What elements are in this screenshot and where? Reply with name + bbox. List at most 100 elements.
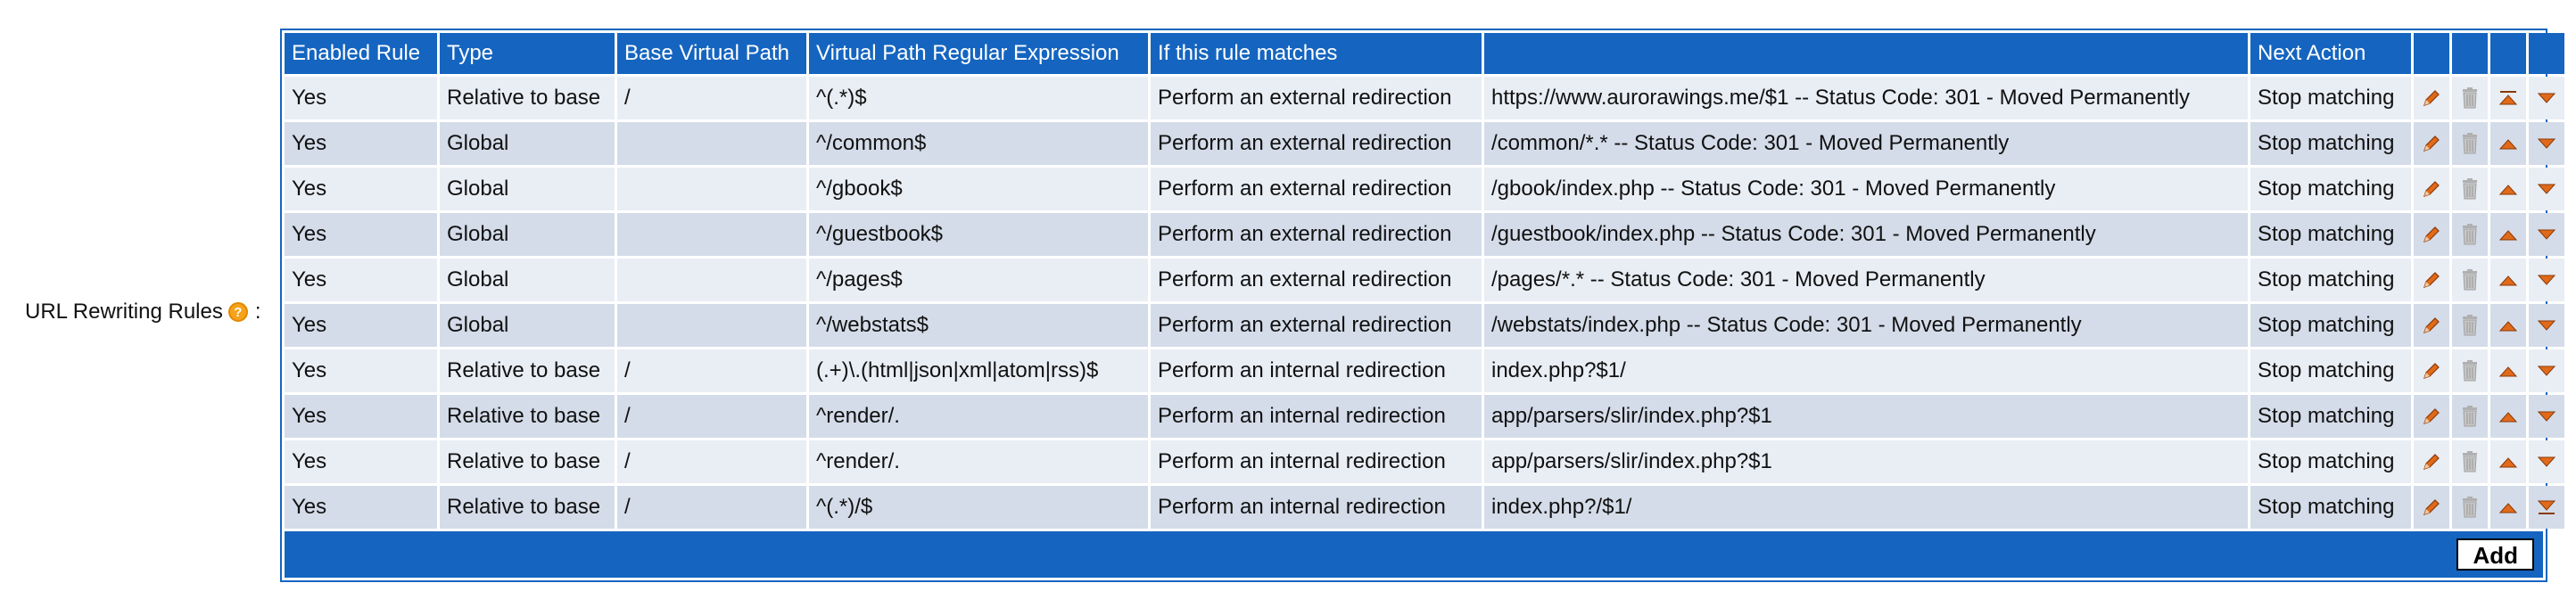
- pencil-icon: [2418, 448, 2445, 475]
- next-action-cell: Stop matching: [2250, 259, 2411, 301]
- trash-icon: [2456, 357, 2483, 384]
- target-cell: index.php?$1/: [1484, 349, 2248, 392]
- target-cell: index.php?/$1/: [1484, 486, 2248, 529]
- column-header-1: Type: [440, 33, 615, 74]
- move-up-icon: [2495, 130, 2522, 157]
- edit-button[interactable]: [2414, 213, 2449, 256]
- edit-button[interactable]: [2414, 440, 2449, 483]
- type-cell: Relative to base: [440, 349, 615, 392]
- edit-button[interactable]: [2414, 77, 2449, 119]
- next-action-cell: Stop matching: [2250, 122, 2411, 165]
- next-action-cell: Stop matching: [2250, 304, 2411, 347]
- edit-button[interactable]: [2414, 168, 2449, 210]
- pencil-icon: [2418, 130, 2445, 157]
- match-action-cell: Perform an external redirection: [1151, 304, 1482, 347]
- move-down-icon: [2533, 403, 2560, 430]
- edit-button[interactable]: [2414, 349, 2449, 392]
- type-cell: Global: [440, 213, 615, 256]
- move-up-button[interactable]: [2490, 395, 2526, 438]
- column-header-3: Virtual Path Regular Expression: [809, 33, 1148, 74]
- move-to-bottom-icon: [2533, 494, 2560, 521]
- next-action-cell: Stop matching: [2250, 486, 2411, 529]
- delete-button[interactable]: [2452, 486, 2488, 529]
- move-up-icon: [2495, 448, 2522, 475]
- type-cell: Relative to base: [440, 77, 615, 119]
- field-label: URL Rewriting Rules: [25, 300, 223, 324]
- move-up-button[interactable]: [2490, 168, 2526, 210]
- base-path-cell: /: [617, 440, 806, 483]
- move-down-button[interactable]: [2529, 168, 2564, 210]
- field-colon: :: [254, 300, 261, 324]
- delete-button[interactable]: [2452, 440, 2488, 483]
- target-cell: app/parsers/slir/index.php?$1: [1484, 395, 2248, 438]
- match-action-cell: Perform an internal redirection: [1151, 440, 1482, 483]
- delete-button[interactable]: [2452, 122, 2488, 165]
- pencil-icon: [2418, 221, 2445, 248]
- type-cell: Relative to base: [440, 486, 615, 529]
- delete-button[interactable]: [2452, 168, 2488, 210]
- move-up-button[interactable]: [2490, 213, 2526, 256]
- edit-button[interactable]: [2414, 486, 2449, 529]
- target-cell: /webstats/index.php -- Status Code: 301 …: [1484, 304, 2248, 347]
- move-down-icon: [2533, 448, 2560, 475]
- regex-cell: ^render/.: [809, 440, 1148, 483]
- edit-button[interactable]: [2414, 259, 2449, 301]
- delete-button[interactable]: [2452, 77, 2488, 119]
- delete-button[interactable]: [2452, 304, 2488, 347]
- move-down-button[interactable]: [2529, 440, 2564, 483]
- trash-icon: [2456, 494, 2483, 521]
- delete-button[interactable]: [2452, 213, 2488, 256]
- pencil-icon: [2418, 85, 2445, 111]
- move-down-icon: [2533, 267, 2560, 293]
- move-down-icon: [2533, 130, 2560, 157]
- move-down-button[interactable]: [2529, 259, 2564, 301]
- edit-button[interactable]: [2414, 395, 2449, 438]
- match-action-cell: Perform an external redirection: [1151, 77, 1482, 119]
- help-icon[interactable]: ?: [227, 302, 248, 322]
- column-header-4: If this rule matches: [1151, 33, 1482, 74]
- move-up-button[interactable]: [2490, 349, 2526, 392]
- move-down-button[interactable]: [2529, 304, 2564, 347]
- type-cell: Global: [440, 122, 615, 165]
- regex-cell: ^(.*)$: [809, 77, 1148, 119]
- edit-button[interactable]: [2414, 122, 2449, 165]
- move-up-button[interactable]: [2490, 259, 2526, 301]
- match-action-cell: Perform an internal redirection: [1151, 395, 1482, 438]
- delete-button[interactable]: [2452, 349, 2488, 392]
- next-action-cell: Stop matching: [2250, 395, 2411, 438]
- move-up-button[interactable]: [2490, 486, 2526, 529]
- move-down-button[interactable]: [2529, 486, 2564, 529]
- pencil-icon: [2418, 403, 2445, 430]
- move-up-button[interactable]: [2490, 304, 2526, 347]
- type-cell: Global: [440, 259, 615, 301]
- type-cell: Global: [440, 168, 615, 210]
- column-header-action-2: [2490, 33, 2526, 74]
- move-up-button[interactable]: [2490, 77, 2526, 119]
- delete-button[interactable]: [2452, 259, 2488, 301]
- regex-cell: ^render/.: [809, 395, 1148, 438]
- target-cell: /common/*.* -- Status Code: 301 - Moved …: [1484, 122, 2248, 165]
- move-down-button[interactable]: [2529, 395, 2564, 438]
- move-down-button[interactable]: [2529, 349, 2564, 392]
- pencil-icon: [2418, 312, 2445, 339]
- enabled-cell: Yes: [285, 304, 437, 347]
- delete-button[interactable]: [2452, 395, 2488, 438]
- move-down-button[interactable]: [2529, 77, 2564, 119]
- move-up-button[interactable]: [2490, 440, 2526, 483]
- trash-icon: [2456, 403, 2483, 430]
- add-button[interactable]: Add: [2456, 538, 2534, 571]
- edit-button[interactable]: [2414, 304, 2449, 347]
- table-footer: Add: [285, 531, 2543, 578]
- move-down-button[interactable]: [2529, 122, 2564, 165]
- move-down-button[interactable]: [2529, 213, 2564, 256]
- base-path-cell: [617, 304, 806, 347]
- move-up-icon: [2495, 494, 2522, 521]
- move-up-button[interactable]: [2490, 122, 2526, 165]
- pencil-icon: [2418, 176, 2445, 202]
